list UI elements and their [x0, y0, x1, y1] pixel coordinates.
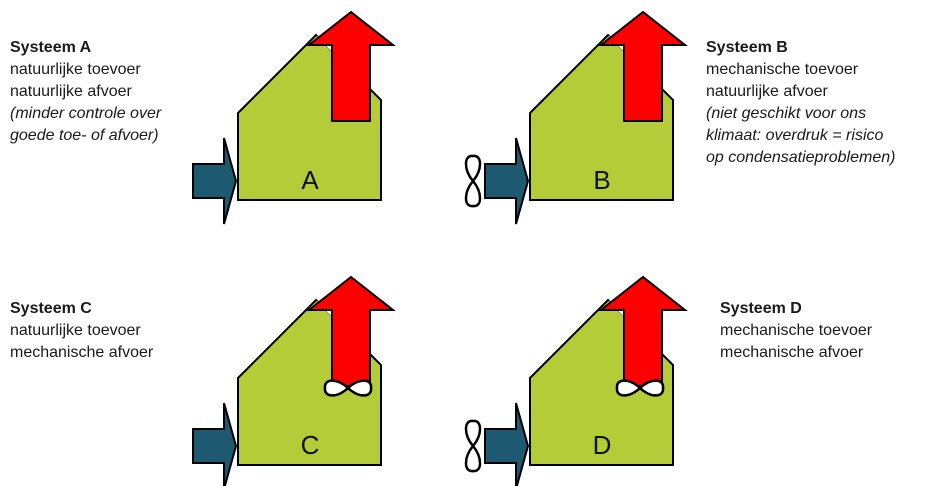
supply-fan-icon — [466, 156, 480, 206]
system-note: (minder controle over — [10, 103, 161, 125]
system-line: mechanische toevoer — [706, 59, 895, 81]
house-letter: A — [301, 165, 319, 195]
system-line: natuurlijke toevoer — [10, 320, 153, 342]
supply-arrow — [193, 138, 236, 224]
system-line: mechanische afvoer — [10, 342, 153, 364]
system-note: (niet geschikt voor ons — [706, 103, 895, 125]
system-title: Systeem B — [706, 37, 895, 59]
system-note: goede toe- of afvoer) — [10, 125, 161, 147]
house-system-a: A — [193, 12, 393, 224]
system-line: natuurlijke afvoer — [706, 81, 895, 103]
system-line: mechanische afvoer — [720, 342, 872, 364]
supply-arrow — [485, 138, 528, 224]
system-line: mechanische toevoer — [720, 320, 872, 342]
house-letter: B — [593, 165, 610, 195]
system-title: Systeem D — [720, 298, 872, 320]
house-system-d: D — [466, 277, 685, 486]
system-line: natuurlijke afvoer — [10, 81, 161, 103]
house-letter: C — [301, 430, 320, 460]
system-title: Systeem C — [10, 298, 153, 320]
system-title: Systeem A — [10, 37, 161, 59]
system-line: natuurlijke toevoer — [10, 59, 161, 81]
house-letter: D — [593, 430, 612, 460]
house-system-c: C — [193, 277, 393, 486]
supply-arrow — [193, 403, 236, 486]
supply-fan-icon — [466, 421, 480, 471]
supply-arrow — [485, 403, 528, 486]
house-system-b: B — [466, 12, 685, 224]
system-note: klimaat: overdruk = risico — [706, 125, 895, 147]
system-note: op condensatieproblemen) — [706, 147, 895, 169]
